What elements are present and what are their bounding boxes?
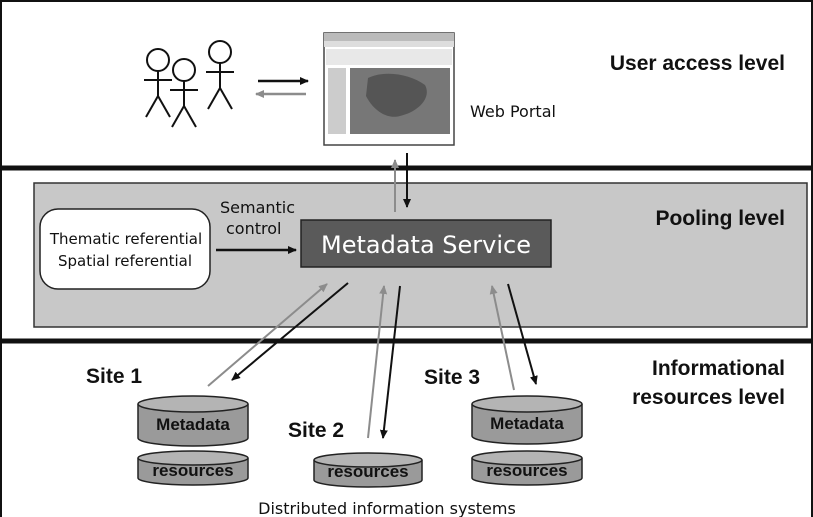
site3-metadata-cylinder — [471, 395, 583, 445]
web-portal-label: Web Portal — [470, 102, 556, 121]
site1-metadata-cylinder — [137, 395, 249, 447]
footer-caption: Distributed information systems — [258, 499, 516, 517]
site1-metadata-label: Metadata — [156, 415, 230, 434]
web-portal-screenshot — [323, 32, 455, 146]
metadata-service-label: Metadata Service — [321, 231, 531, 259]
site3-down-arrow — [507, 283, 538, 385]
site1-label: Site 1 — [86, 365, 142, 388]
user-access-level-label: User access level — [610, 52, 785, 75]
site3-metadata-label: Metadata — [490, 414, 564, 433]
site2-label: Site 2 — [288, 419, 344, 442]
site3-resources-cylinder — [471, 450, 583, 486]
site2-down-arrow — [379, 285, 401, 439]
site3-up-arrow — [489, 285, 515, 391]
informational-level-label-line1: Informational — [652, 357, 785, 380]
site1-down-arrow — [231, 282, 349, 381]
site1-resources-label: resources — [152, 461, 233, 480]
semantic-control-label-line1: Semantic — [220, 198, 295, 217]
site2-resources-cylinder — [313, 452, 423, 488]
site2-up-arrow — [367, 285, 388, 439]
site3-resources-label: resources — [486, 461, 567, 480]
spatial-referential-label: Spatial referential — [58, 252, 192, 270]
site3-label: Site 3 — [424, 366, 480, 389]
semantic-control-label-line2: control — [226, 219, 281, 238]
informational-level-label-line2: resources level — [632, 386, 785, 409]
site1-up-arrow — [207, 283, 328, 387]
users-icon — [144, 40, 234, 128]
pooling-level-label: Pooling level — [655, 207, 785, 230]
referential-box — [39, 208, 211, 290]
metadata-service-box — [300, 219, 552, 268]
site1-resources-cylinder — [137, 450, 249, 486]
thematic-referential-label: Thematic referential — [49, 230, 202, 248]
site2-resources-label: resources — [327, 462, 408, 481]
